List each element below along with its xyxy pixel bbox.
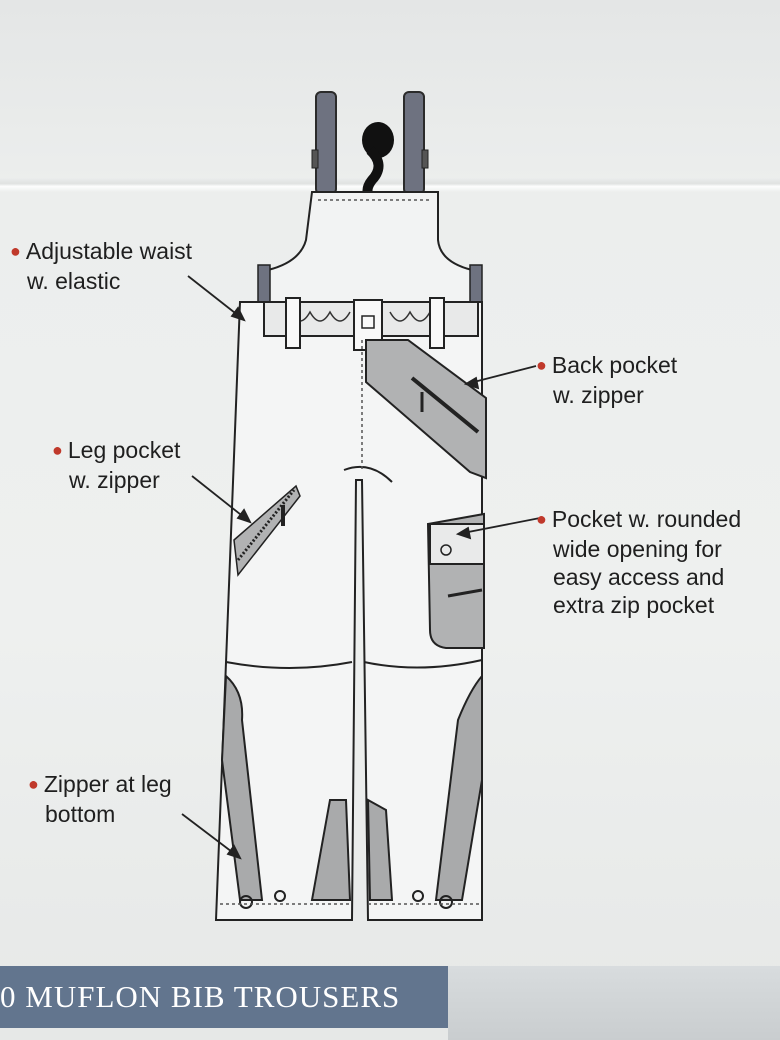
product-title-bar: 0 MUFLON BIB TROUSERS — [0, 966, 448, 1028]
bib-front — [267, 191, 473, 303]
callout-text: wide opening for — [553, 536, 722, 562]
callout-leg-pocket: ●Leg pocket w. zipper — [52, 436, 180, 494]
callout-text: bottom — [45, 801, 116, 827]
callout-text: Adjustable waist — [25, 238, 193, 264]
callout-text: w. zipper — [553, 382, 644, 408]
callout-back-pocket: ●Back pocket w. zipper — [536, 351, 677, 409]
callout-text: Pocket w. rounded — [551, 506, 742, 532]
rounded-pocket — [426, 512, 485, 649]
callout-text: w. elastic — [27, 268, 121, 294]
callout-rounded-pocket: ●Pocket w. rounded wide opening for easy… — [536, 505, 741, 619]
bullet-icon: ● — [52, 440, 63, 460]
product-title: 0 MUFLON BIB TROUSERS — [0, 979, 401, 1014]
callout-leg-bottom-zipper: ●Zipper at leg bottom — [28, 770, 172, 828]
leg-pocket-zipper — [233, 484, 301, 577]
callout-text: Zipper at leg — [43, 771, 172, 797]
callout-text: Leg pocket — [67, 437, 181, 463]
callout-text: Back pocket — [551, 352, 678, 378]
callout-text: extra zip pocket — [553, 592, 715, 618]
bullet-icon: ● — [536, 509, 547, 529]
page-fold — [0, 178, 780, 192]
pointer-lines — [181, 275, 541, 860]
leg-bottom-zippers — [220, 673, 483, 909]
bullet-icon: ● — [10, 241, 21, 261]
callout-adjustable-waist: ●Adjustable waist w. elastic — [10, 237, 192, 295]
bottom-background — [448, 966, 780, 1040]
bullet-icon: ● — [28, 774, 39, 794]
back-pocket-panel — [365, 339, 487, 480]
callout-text: w. zipper — [69, 467, 160, 493]
callout-text: easy access and — [553, 564, 725, 590]
bullet-icon: ● — [536, 355, 547, 375]
